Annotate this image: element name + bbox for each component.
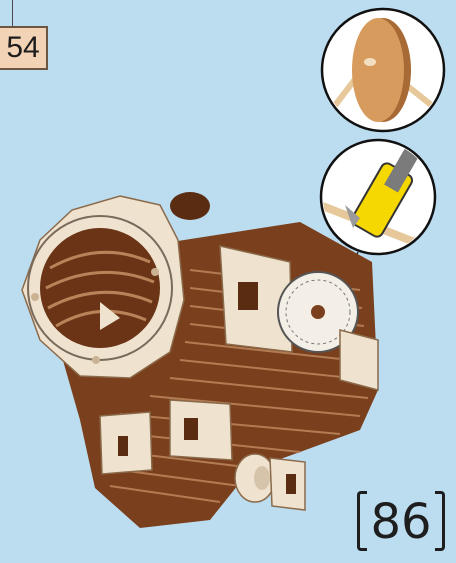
- knife-cutting-detail-icon: [320, 139, 440, 254]
- page-number-bracket-right: [435, 491, 445, 551]
- wooden-model: [22, 192, 378, 528]
- page-number-bracket-left: [357, 491, 367, 551]
- wooden-disc-detail-icon: [322, 9, 444, 131]
- page-number: 86: [357, 487, 445, 557]
- page-number-text: 86: [370, 494, 431, 550]
